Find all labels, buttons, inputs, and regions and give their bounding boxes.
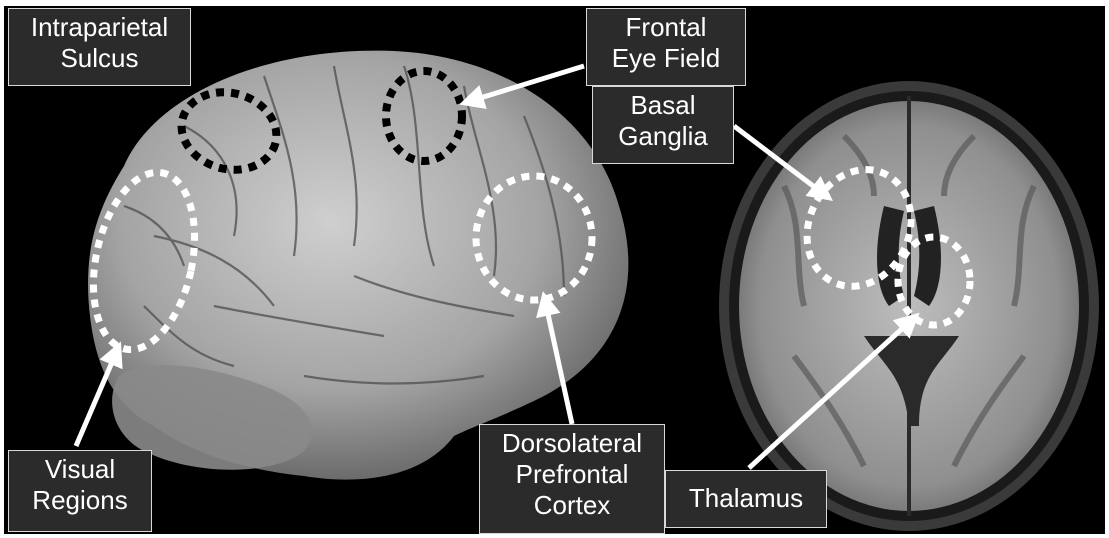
label-thalamus: Thalamus bbox=[665, 470, 827, 528]
label-intraparietal-line1: Intraparietal bbox=[17, 12, 182, 43]
label-frontal-eye-field: Frontal Eye Field bbox=[586, 8, 746, 86]
label-intraparietal-line2: Sulcus bbox=[17, 43, 182, 74]
label-basal-ganglia: Basal Ganglia bbox=[592, 86, 734, 164]
label-visual-line2: Regions bbox=[17, 485, 143, 516]
brain-3d-render bbox=[88, 51, 628, 480]
label-dlpfc-line2: Prefrontal bbox=[488, 459, 656, 490]
label-dorsolateral-prefrontal-cortex: Dorsolateral Prefrontal Cortex bbox=[479, 424, 665, 534]
label-basal-line1: Basal bbox=[601, 90, 725, 121]
label-dlpfc-line3: Cortex bbox=[488, 490, 656, 521]
mri-axial-slice bbox=[719, 81, 1099, 531]
label-thalamus-line1: Thalamus bbox=[674, 474, 818, 522]
label-frontal-line1: Frontal bbox=[595, 12, 737, 43]
label-basal-line2: Ganglia bbox=[601, 121, 725, 152]
label-visual-regions: Visual Regions bbox=[8, 450, 152, 532]
label-intraparietal-sulcus: Intraparietal Sulcus bbox=[8, 8, 191, 86]
label-visual-line1: Visual bbox=[17, 454, 143, 485]
label-dlpfc-line1: Dorsolateral bbox=[488, 428, 656, 459]
figure-canvas: Intraparietal Sulcus Frontal Eye Field B… bbox=[4, 6, 1105, 534]
label-frontal-line2: Eye Field bbox=[595, 43, 737, 74]
